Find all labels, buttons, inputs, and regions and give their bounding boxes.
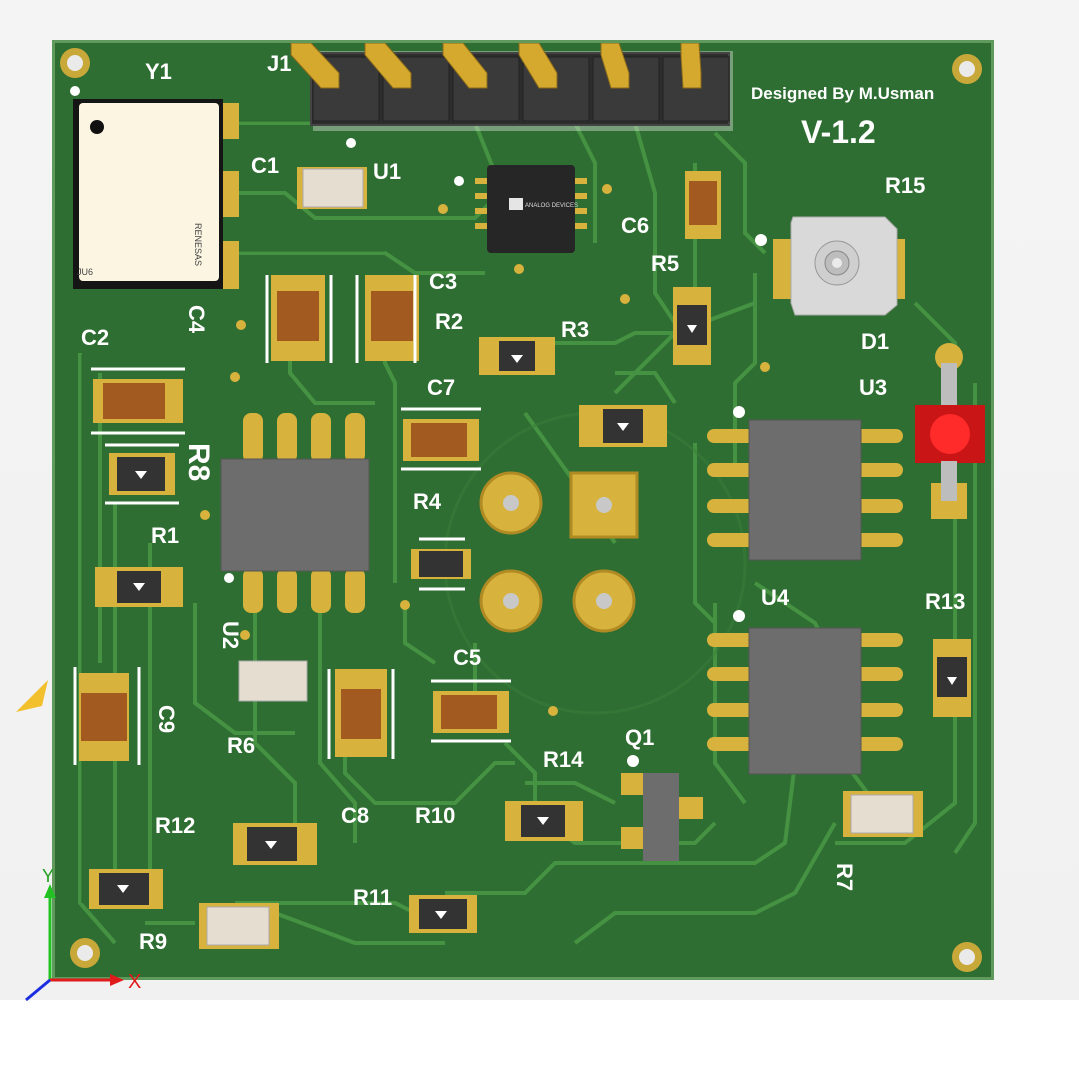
r8-resistor <box>105 443 179 505</box>
resistors[interactable] <box>89 287 971 933</box>
label-r6: R6 <box>227 733 255 758</box>
y1-oscillator[interactable]: JU6 RENESAS <box>73 99 239 289</box>
r9-part <box>199 903 279 949</box>
label-r2: R2 <box>435 309 463 334</box>
label-r10: R10 <box>415 803 455 828</box>
r3-resistor <box>479 337 555 375</box>
label-r9: R9 <box>139 929 167 954</box>
u1-brand: ANALOG DEVICES <box>525 203 578 209</box>
label-r11: R11 <box>353 885 392 910</box>
r14-resistor <box>505 801 583 841</box>
r11-resistor <box>409 895 477 933</box>
label-r8: R8 <box>182 443 215 481</box>
axis-x-label: X <box>128 971 141 993</box>
label-u2: U2 <box>218 621 243 649</box>
label-c7: C7 <box>427 375 455 400</box>
r1-resistor <box>95 567 183 607</box>
label-u1: U1 <box>373 159 401 184</box>
test-points[interactable] <box>479 471 639 633</box>
label-d1: D1 <box>861 329 889 354</box>
c2-capacitor <box>91 367 185 435</box>
label-q1: Q1 <box>625 725 654 750</box>
u3-ic[interactable] <box>707 406 903 561</box>
c6-capacitor <box>685 171 721 239</box>
y1-code: JU6 <box>77 267 93 277</box>
label-r7: R7 <box>832 863 857 891</box>
mounting-holes <box>60 48 982 972</box>
label-r4: R4 <box>413 489 442 514</box>
r6-part <box>238 660 308 702</box>
j1-pin-header[interactable] <box>290 42 733 131</box>
r15-potentiometer[interactable] <box>755 216 905 316</box>
c3-capacitor <box>355 275 419 363</box>
u1-chip[interactable]: ANALOG DEVICES <box>475 165 587 253</box>
designer-text: Designed By M.Usman <box>751 84 934 103</box>
r2-resistor-b <box>579 405 667 447</box>
label-r13: R13 <box>925 589 965 614</box>
label-r12: R12 <box>155 813 195 838</box>
pcb-board[interactable]: JU6 RENESAS ANALOG DEVICES <box>52 40 994 980</box>
label-r1: R1 <box>151 523 179 548</box>
axis-triad: Y X <box>25 866 141 1002</box>
label-c6: C6 <box>621 213 649 238</box>
version-text: V-1.2 <box>801 114 876 150</box>
r7-part <box>843 791 923 837</box>
label-c1: C1 <box>251 153 279 178</box>
u4-ic[interactable] <box>707 610 903 775</box>
c9-capacitor <box>73 667 141 765</box>
r5-resistor <box>673 287 711 365</box>
c1-capacitor <box>297 167 367 209</box>
pcb-layout: JU6 RENESAS ANALOG DEVICES <box>60 42 985 972</box>
vias <box>200 184 770 716</box>
u2-ic[interactable] <box>220 413 370 613</box>
label-c4: C4 <box>184 305 209 334</box>
label-c8: C8 <box>341 803 369 828</box>
label-r15: R15 <box>885 173 925 198</box>
label-y1: Y1 <box>145 59 172 84</box>
c4-capacitor <box>265 275 333 363</box>
capacitors[interactable] <box>73 167 923 949</box>
axis-y-label: Y <box>42 866 54 886</box>
label-c9: C9 <box>154 705 179 733</box>
direction-marker-icon <box>16 680 48 712</box>
r4-resistor <box>411 537 471 591</box>
label-c3: C3 <box>429 269 457 294</box>
q1-transistor[interactable] <box>621 755 703 861</box>
silk-dots <box>70 86 464 186</box>
r13-resistor <box>933 639 971 717</box>
ground-ring <box>443 411 747 715</box>
c5-capacitor <box>431 679 511 743</box>
c8-capacitor <box>327 669 395 759</box>
label-j1: J1 <box>267 51 291 76</box>
silkscreen-labels: Designed By M.Usman V-1.2 Y1 J1 C1 U1 C6… <box>81 51 965 954</box>
label-c5: C5 <box>453 645 481 670</box>
y1-brand: RENESAS <box>193 223 203 266</box>
d1-led[interactable] <box>915 343 985 519</box>
label-r5: R5 <box>651 251 679 276</box>
label-c2: C2 <box>81 325 109 350</box>
label-r14: R14 <box>543 747 584 772</box>
label-u4: U4 <box>761 585 790 610</box>
label-r3: R3 <box>561 317 589 342</box>
c7-capacitor <box>401 407 481 471</box>
r12-resistor <box>89 869 163 909</box>
label-u3: U3 <box>859 375 887 400</box>
r10-resistor <box>233 823 317 865</box>
